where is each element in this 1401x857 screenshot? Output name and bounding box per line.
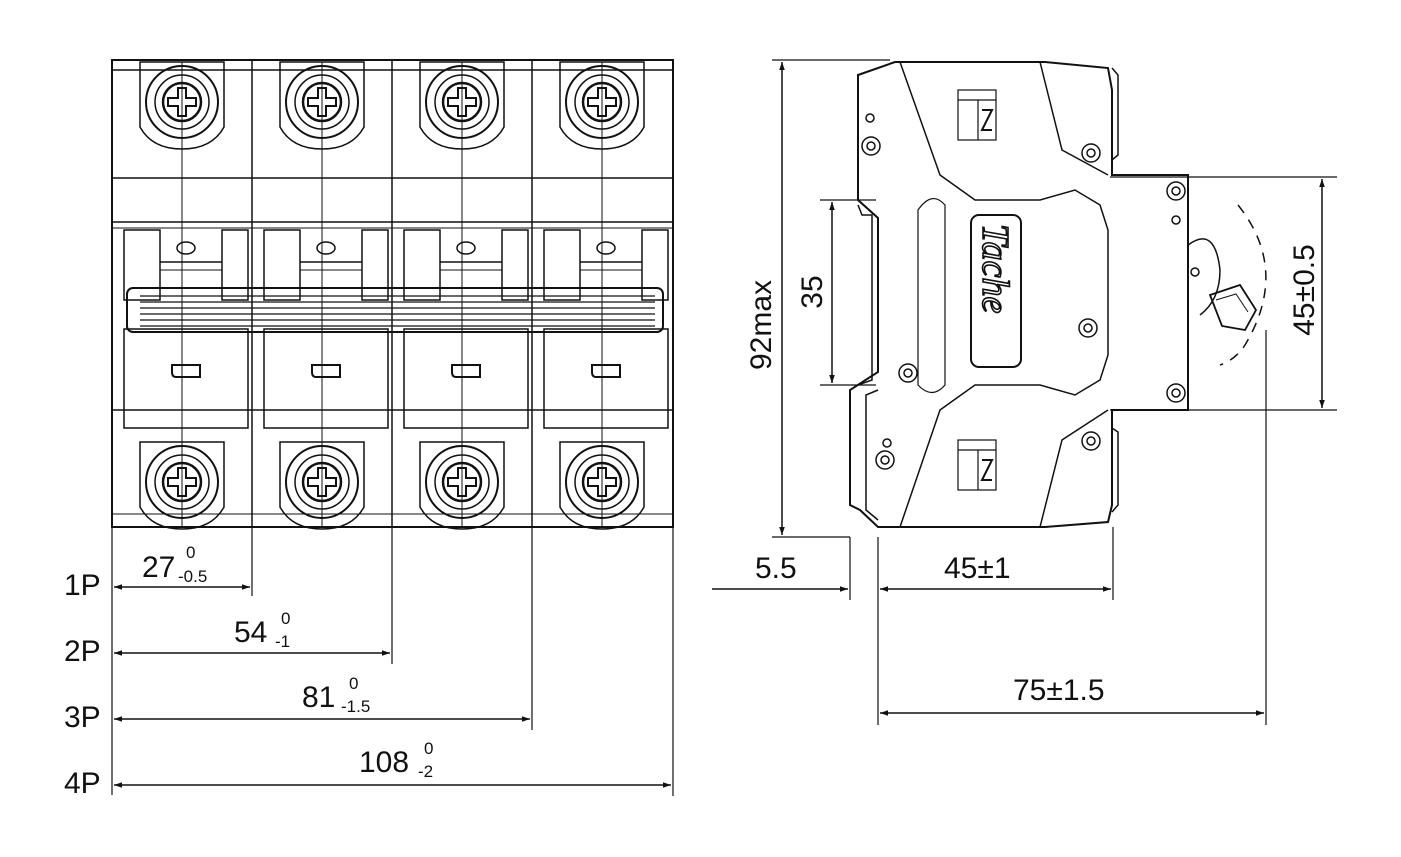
width-1p-lower-tol: -0.5 [178, 567, 207, 586]
width-4p-nominal: 108 [359, 746, 409, 779]
width-2p-upper-tol: 0 [281, 609, 290, 628]
din-rail-label: 35 [796, 275, 829, 308]
side-body-outline [849, 61, 1189, 528]
pole-label-3p: 3P [64, 701, 101, 734]
toggle-lever-icon [1208, 283, 1258, 331]
height-max-label: 92max [745, 280, 778, 370]
width-2p-lower-tol: -1 [275, 632, 290, 651]
brand-logo: Tache [974, 224, 1016, 314]
side-view: Tache [712, 59, 1337, 725]
width-3p-lower-tol: -1.5 [341, 697, 370, 716]
width-4p-upper-tol: 0 [424, 739, 433, 758]
pole-label-2p: 2P [64, 635, 101, 668]
width-1p-nominal: 27 [142, 551, 175, 584]
pole-label-1p: 1P [64, 569, 101, 602]
width-4p-lower-tol: -2 [418, 762, 433, 781]
pole-label-4p: 4P [64, 767, 101, 800]
width-2p-nominal: 54 [234, 616, 267, 649]
front-height-label: 45±0.5 [1288, 244, 1321, 336]
body-depth-label: 45±1 [944, 552, 1011, 585]
brand-plate [970, 214, 1022, 368]
width-3p-upper-tol: 0 [349, 674, 358, 693]
clip-label: 5.5 [755, 552, 797, 585]
width-3p-nominal: 81 [302, 681, 335, 714]
handle-bar [126, 287, 664, 333]
width-1p-upper-tol: 0 [186, 543, 195, 562]
front-view: 1P 2P 3P 4P 27 0 -0.5 54 0 -1 81 0 -1.5 … [64, 59, 674, 800]
total-depth-label: 75±1.5 [1013, 674, 1105, 707]
